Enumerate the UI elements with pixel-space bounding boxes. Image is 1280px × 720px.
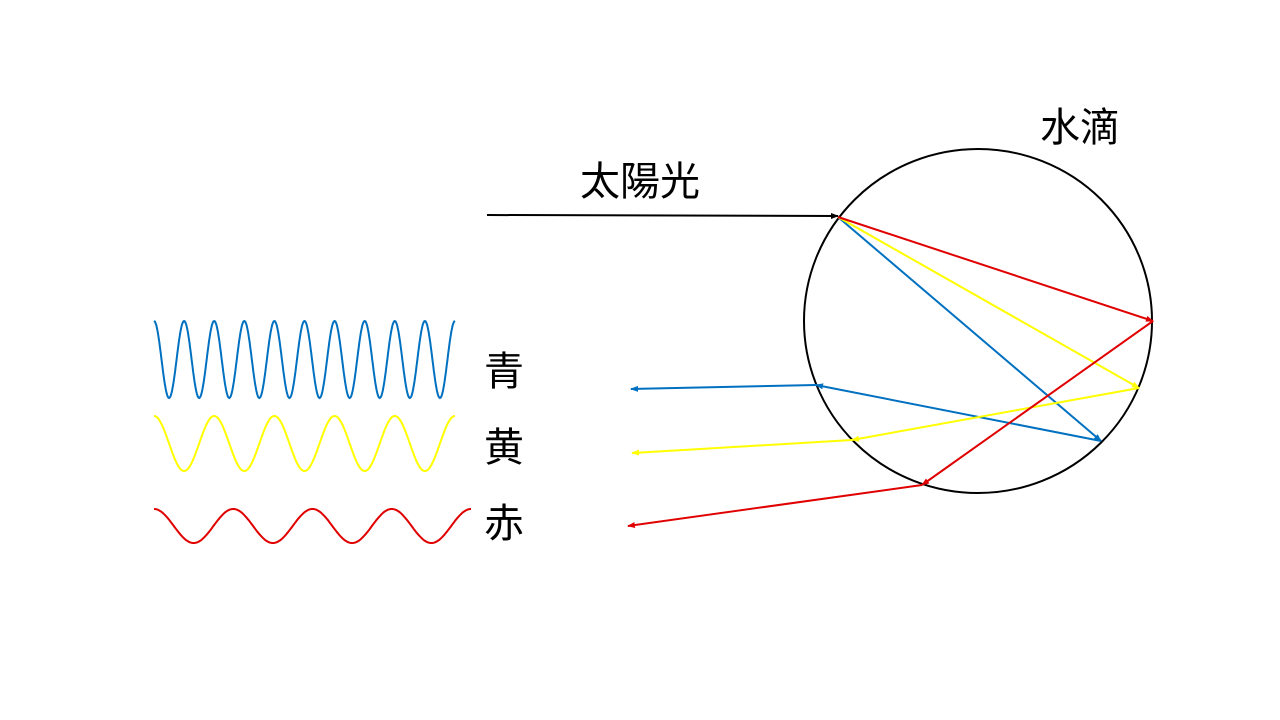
yellow-label: 黄: [484, 425, 524, 471]
red-wave: [154, 508, 471, 544]
yellow-wave: [153, 414, 456, 473]
sunlight-label: 太陽光: [580, 159, 700, 205]
red-label: 赤: [484, 501, 524, 547]
yellow-ray-path: [631, 216, 1140, 456]
blue-label: 青: [484, 349, 524, 395]
blue-wave: [153, 319, 456, 400]
sunlight-ray: [486, 212, 839, 219]
water-droplet-label: 水滴: [1040, 105, 1120, 151]
red-ray-path: [627, 216, 1154, 529]
